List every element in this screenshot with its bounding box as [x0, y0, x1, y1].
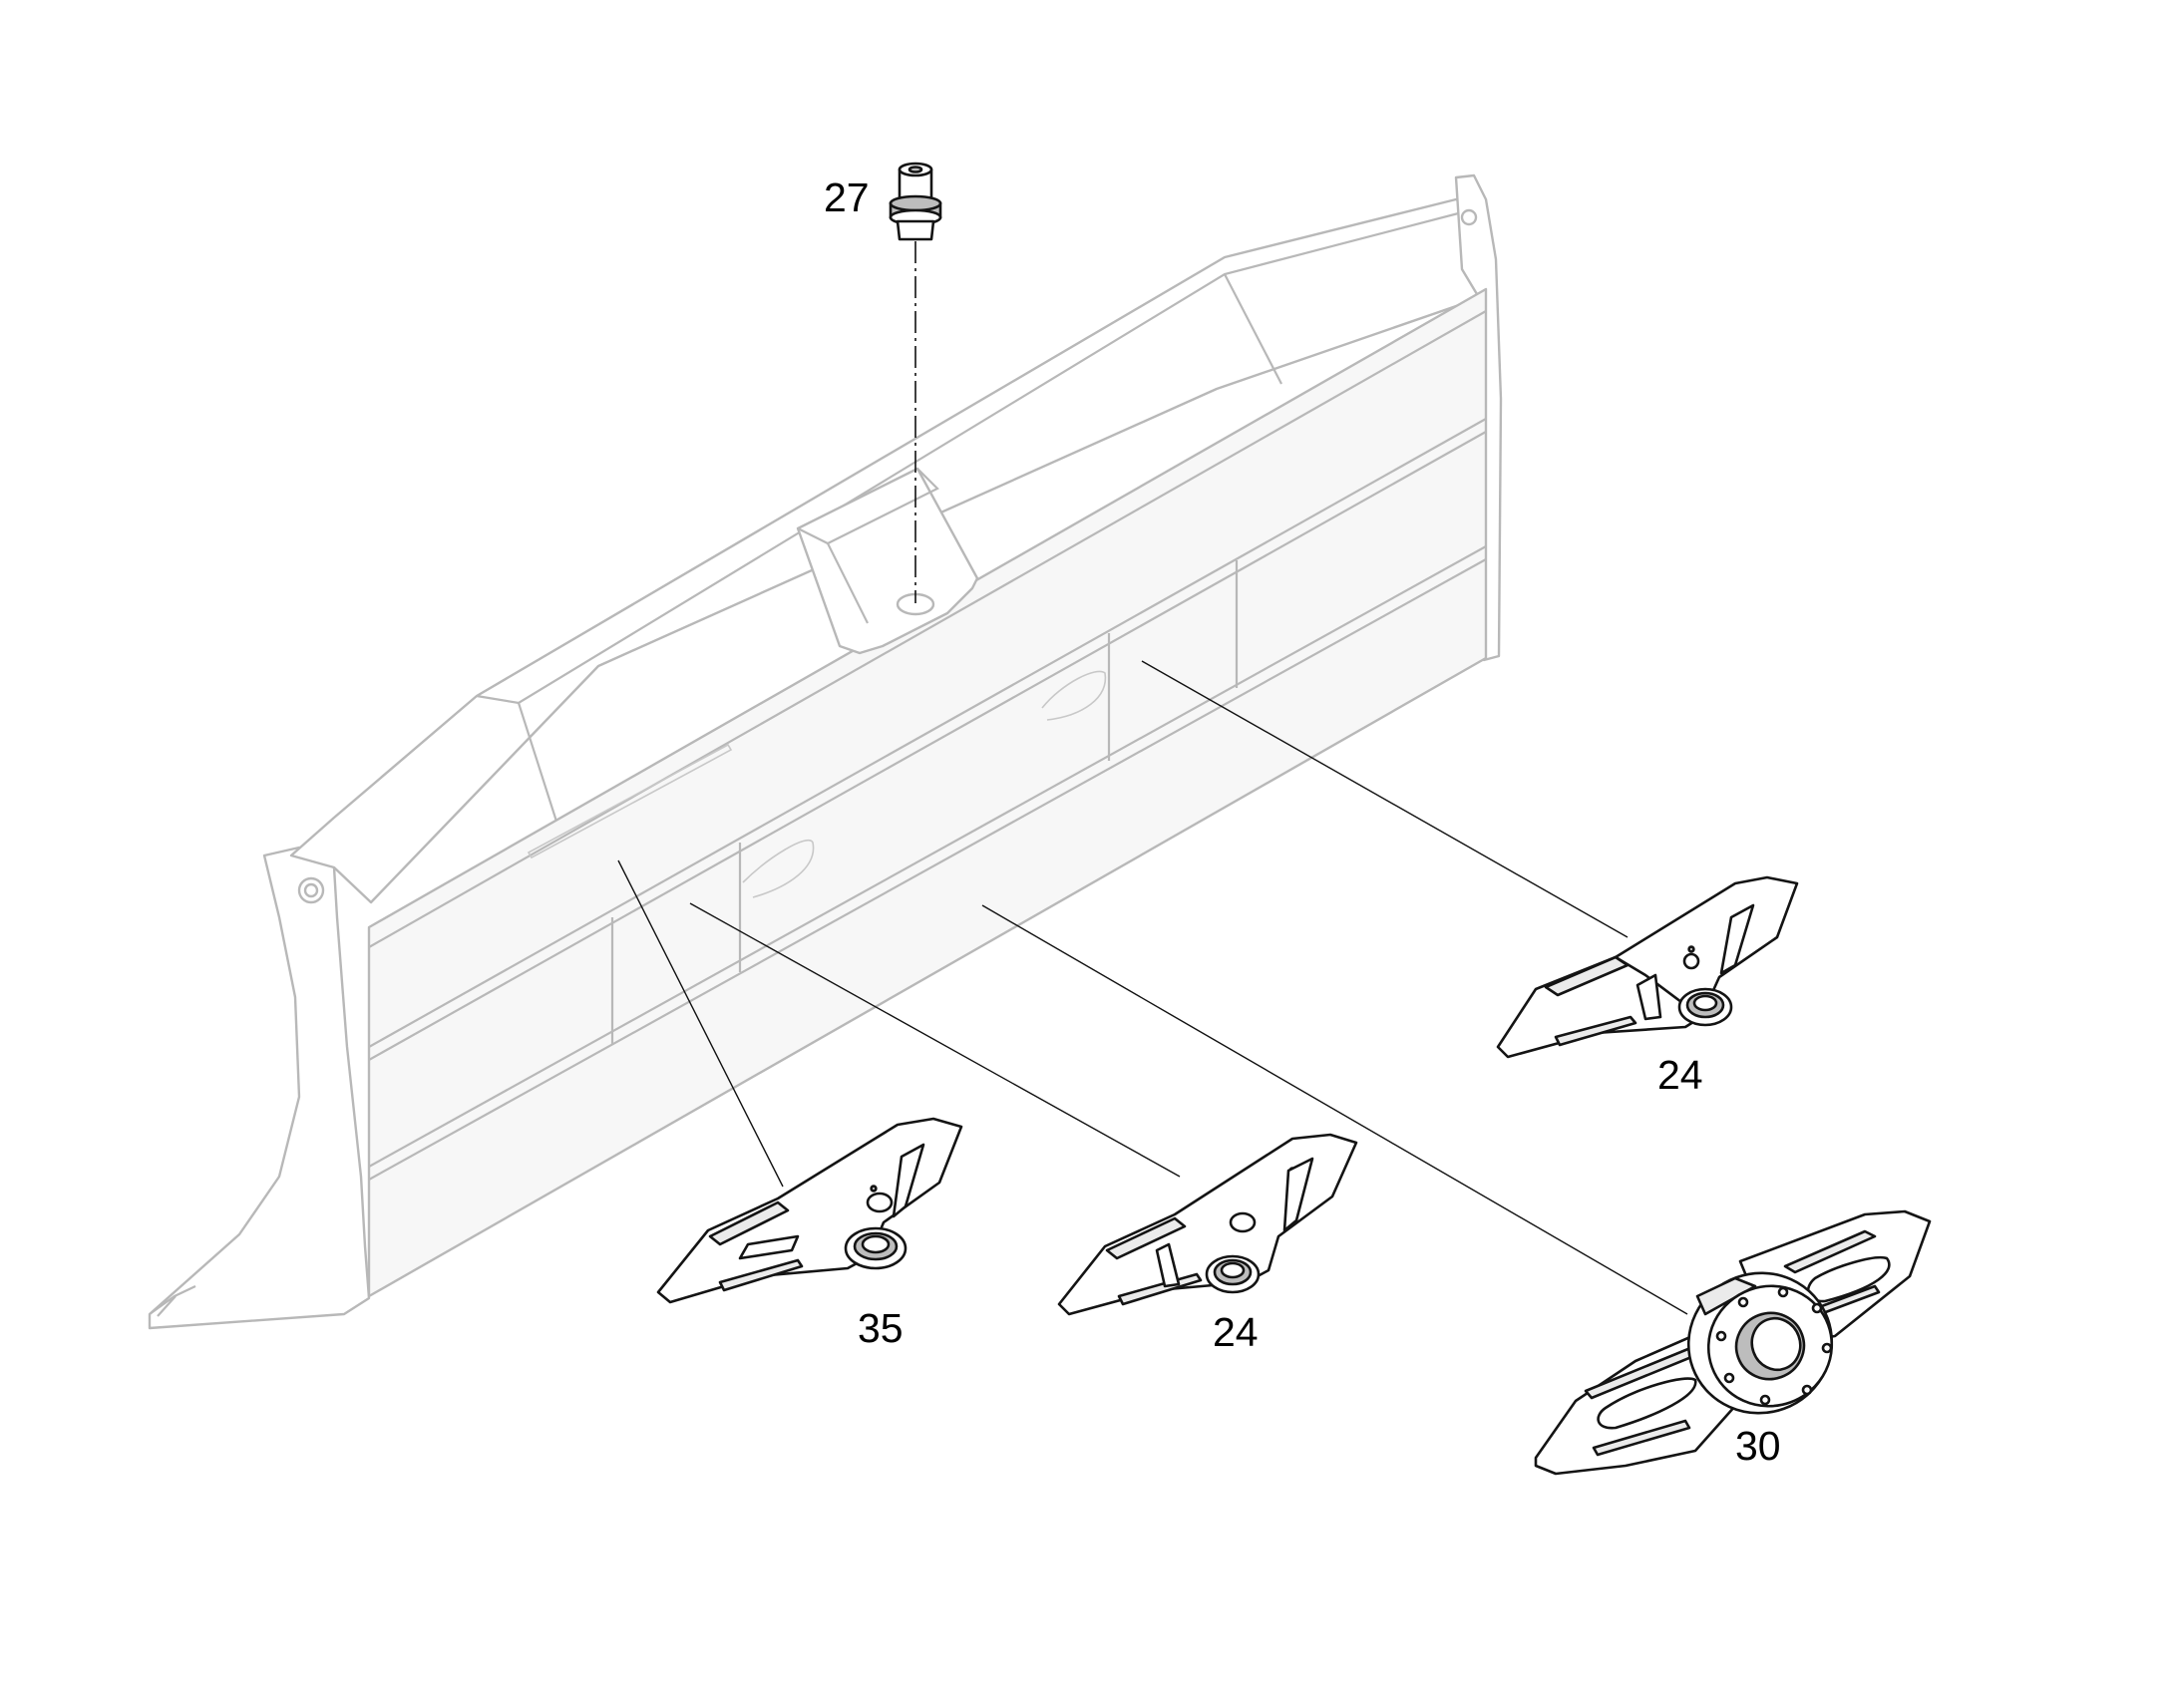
moldboard-upper-seam [368, 310, 1487, 948]
dozer-blade [148, 173, 1503, 1330]
left-cutting-edge [149, 1285, 196, 1317]
top-rail-edge [476, 209, 1467, 705]
boss-top [797, 468, 939, 545]
blade-right-end-plate [1454, 173, 1503, 662]
leader-35 [617, 859, 784, 1188]
right-pin-hole [1460, 208, 1478, 226]
moldboard-rib-lower-2 [368, 558, 1487, 1181]
leader-lines [617, 241, 1688, 1315]
face-ear-2 [1041, 670, 1107, 721]
leader-30 [981, 904, 1688, 1315]
moldboard-rib-lower [368, 545, 1487, 1168]
boss-edge [827, 542, 869, 624]
callout-27: 27 [824, 174, 870, 220]
blade-left-end-plate [148, 846, 371, 1330]
part-27-fitting [889, 162, 942, 241]
callout-24-right: 24 [1657, 1052, 1703, 1098]
callout-24-center: 24 [1213, 1309, 1259, 1355]
left-pin-hole-inner [303, 882, 319, 898]
top-gusset-left [517, 702, 560, 829]
part-24-right-bracket [1496, 875, 1799, 1059]
moldboard-rib-upper-2 [368, 431, 1487, 1061]
callout-35: 35 [858, 1305, 904, 1351]
blade-moldboard [367, 287, 1488, 1298]
face-ear-1 [742, 840, 815, 898]
top-gusset-right [1224, 273, 1282, 385]
part-35-bracket [656, 1117, 963, 1304]
face-slot [527, 743, 733, 859]
moldboard-rib-upper [368, 418, 1487, 1048]
leader-24-right [1141, 660, 1629, 938]
part-30-flange-bracket [1534, 1209, 1932, 1476]
leader-24-center [689, 902, 1181, 1178]
callout-30: 30 [1735, 1423, 1781, 1469]
callout-labels: 27 24 35 24 30 [824, 174, 1781, 1469]
part-24-center-bracket [1057, 1133, 1358, 1316]
